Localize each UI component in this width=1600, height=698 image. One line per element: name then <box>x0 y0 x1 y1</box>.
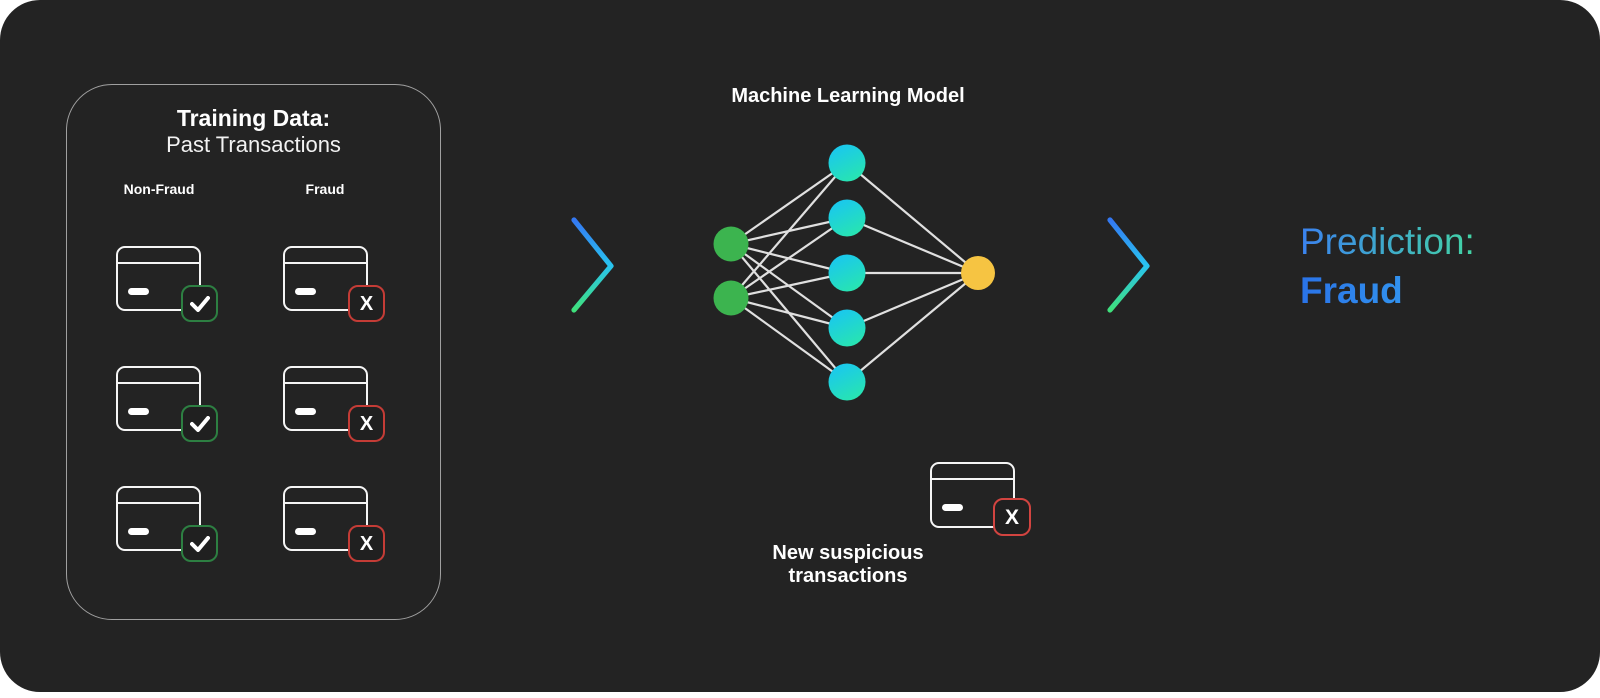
new-transactions-caption: New suspicious transactions <box>748 542 948 588</box>
training-data-panel: Training Data: Past Transactions Non-Fra… <box>66 84 441 620</box>
credit-card-icon <box>116 366 218 442</box>
x-badge-icon: X <box>348 525 385 562</box>
arrow-right-icon <box>1107 217 1150 313</box>
card-dash <box>942 504 963 511</box>
caption-line-1: New suspicious <box>772 542 924 564</box>
x-glyph: X <box>1004 505 1019 529</box>
x-glyph: X <box>359 532 374 555</box>
credit-card-icon: X <box>283 246 385 322</box>
card-dash <box>128 288 149 295</box>
card-stripe <box>931 478 1014 480</box>
neural-network-diagram <box>713 144 995 401</box>
column-header-fraud: Fraud <box>305 181 345 197</box>
x-badge-icon: X <box>348 285 385 322</box>
x-glyph: X <box>359 292 374 315</box>
credit-card-icon <box>116 246 218 322</box>
x-glyph: X <box>359 412 374 435</box>
check-badge-icon <box>181 405 218 442</box>
training-subtitle: Past Transactions <box>166 132 341 157</box>
training-title: Training Data: <box>176 105 331 131</box>
x-badge-icon: X <box>348 405 385 442</box>
arrow-right-icon <box>571 217 614 313</box>
credit-card-icon: X <box>283 486 385 562</box>
x-badge-icon: X <box>993 498 1031 536</box>
credit-card-icon <box>116 486 218 562</box>
card-stripe <box>117 382 200 384</box>
card-stripe <box>284 502 367 504</box>
prediction-block: Prediction: Fraud <box>1300 217 1475 315</box>
card-dash <box>295 528 316 535</box>
plus-icon <box>807 444 889 522</box>
card-dash <box>128 408 149 415</box>
card-dash <box>128 528 149 535</box>
credit-card-icon: X <box>283 366 385 442</box>
prediction-value: Fraud <box>1300 266 1475 315</box>
card-stripe <box>117 502 200 504</box>
column-header-non-fraud: Non-Fraud <box>123 181 195 197</box>
caption-line-2: transactions <box>788 565 908 587</box>
card-stripe <box>117 262 200 264</box>
card-stripe <box>284 382 367 384</box>
suspicious-credit-card-icon: X <box>930 462 1031 536</box>
prediction-label: Prediction: <box>1300 217 1475 266</box>
check-badge-icon <box>181 285 218 322</box>
card-dash <box>295 288 316 295</box>
card-stripe <box>284 262 367 264</box>
ml-model-title: Machine Learning Model <box>731 85 965 107</box>
card-dash <box>295 408 316 415</box>
check-badge-icon <box>181 525 218 562</box>
